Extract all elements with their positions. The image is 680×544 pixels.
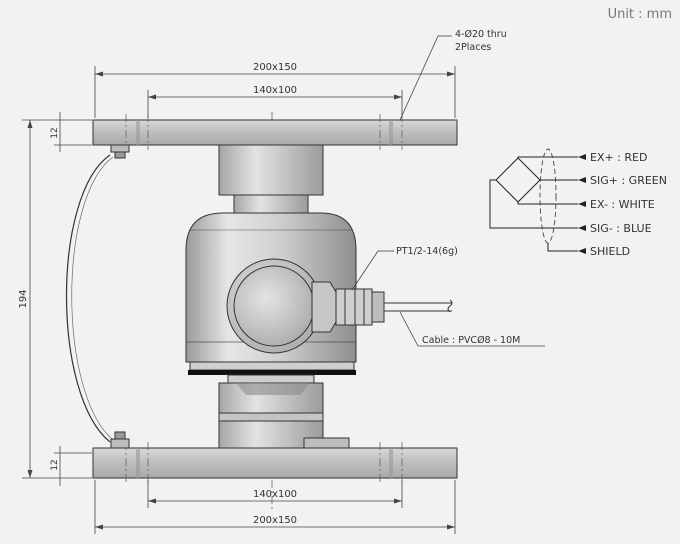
wire-sig-plus-label: SIG+ : GREEN — [590, 174, 667, 187]
wire-ex-minus-label: EX- : WHITE — [590, 198, 655, 211]
wire-shield-label: SHIELD — [590, 245, 630, 258]
unit-label: Unit : mm — [608, 7, 672, 22]
dim-top-inner-label: 140x100 — [253, 85, 297, 96]
dim-bottom-outer: 200x150 — [94, 480, 456, 534]
cable — [384, 299, 453, 313]
bottom-plate — [92, 442, 458, 484]
wiring-diagram — [489, 148, 586, 254]
dim-bottom-outer-label: 200x150 — [253, 515, 297, 526]
dim-bottom-inner-label: 140x100 — [253, 489, 297, 500]
top-plate — [92, 114, 458, 150]
gauge-cover — [226, 258, 322, 354]
ground-screw-top — [110, 144, 130, 159]
wire-ex-plus-label: EX+ : RED — [590, 151, 647, 164]
dim-top-thickness-label: 12 — [50, 127, 60, 138]
upper-column — [218, 144, 324, 214]
thread-callout-label: PT1/2-14(6g) — [396, 246, 458, 257]
dim-top-plate-thickness: 12 — [50, 112, 92, 152]
dim-total-height: 194 — [18, 119, 92, 479]
thread-callout: PT1/2-14(6g) — [351, 246, 458, 291]
dim-bottom-plate-thickness: 12 — [50, 446, 92, 486]
holes-callout-line1: 4-Ø20 thru — [455, 29, 507, 40]
dim-total-height-label: 194 — [18, 289, 29, 308]
dim-bottom-inner: 140x100 — [147, 480, 403, 508]
dim-top-inner: 140x100 — [147, 85, 403, 118]
wire-sig-minus-label: SIG- : BLUE — [590, 222, 652, 235]
dim-top-outer: 200x150 — [94, 62, 456, 118]
cable-callout: Cable : PVCØ8 - 10M — [399, 311, 545, 347]
dim-top-outer-label: 200x150 — [253, 62, 297, 73]
lower-mount — [218, 374, 350, 449]
dim-bottom-thickness-label: 12 — [50, 459, 60, 470]
wheatstone-bridge — [495, 157, 541, 203]
holes-callout-line2: 2Places — [455, 42, 491, 53]
holes-callout: 4-Ø20 thru 2Places — [399, 29, 507, 121]
cable-gland — [311, 281, 385, 333]
ground-strap — [66, 154, 111, 443]
cable-callout-label: Cable : PVCØ8 - 10M — [422, 335, 520, 346]
ground-screw-bottom — [110, 431, 130, 449]
